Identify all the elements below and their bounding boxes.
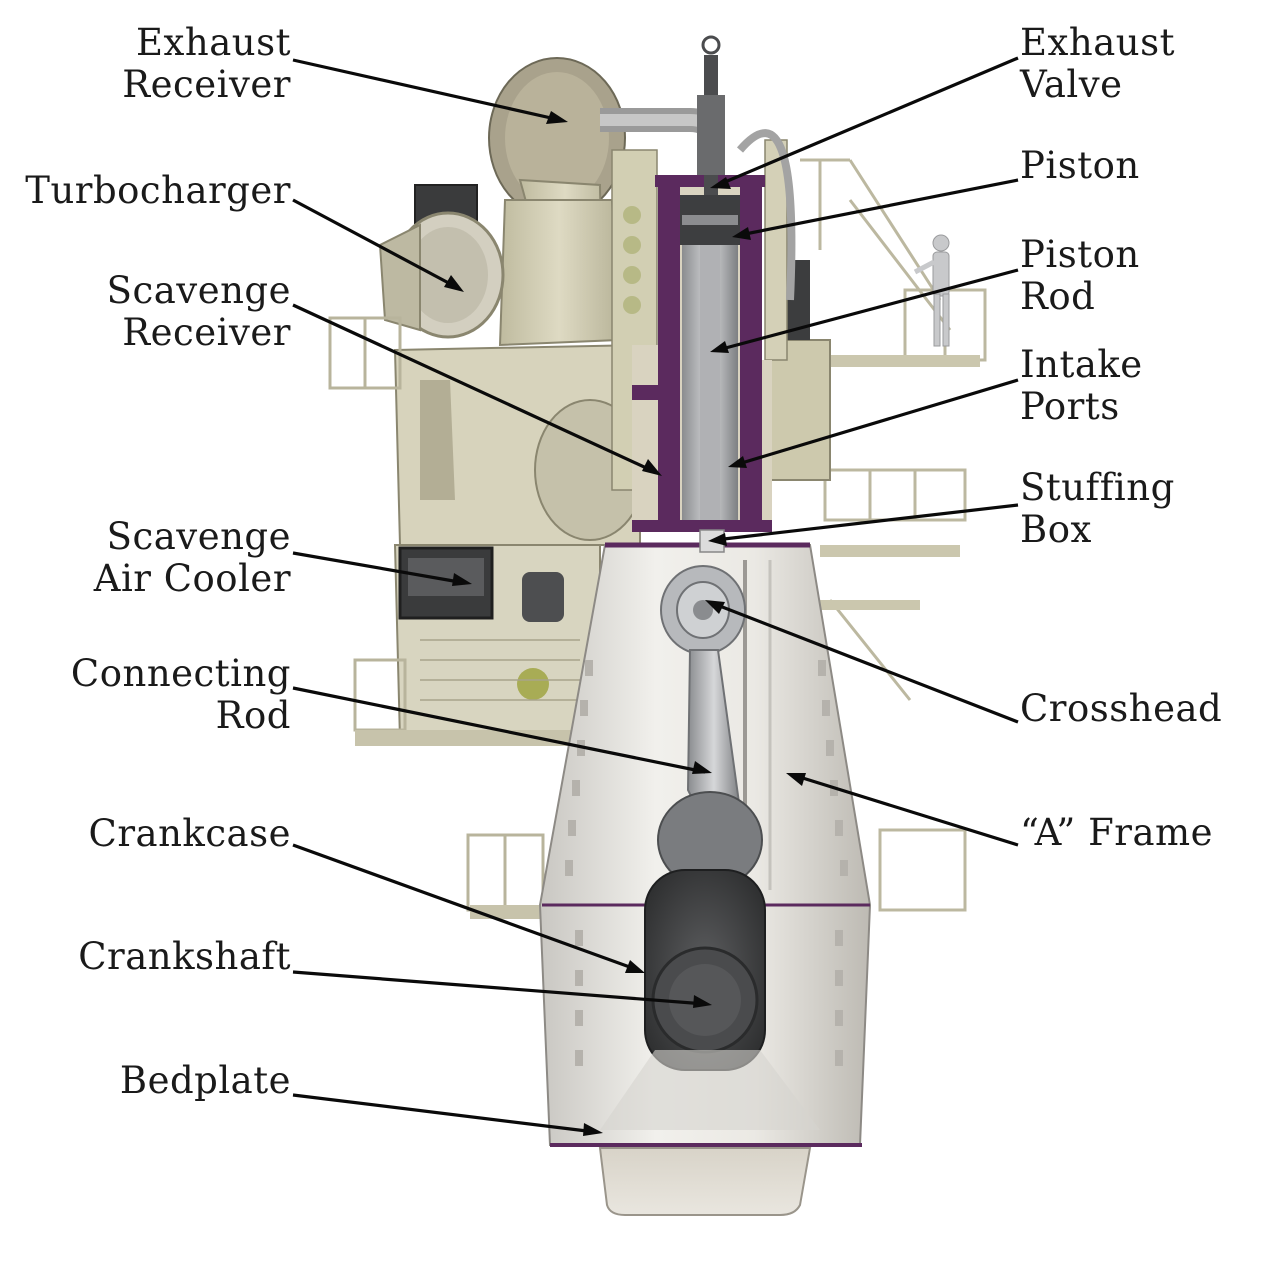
- leader-crosshead: [711, 601, 1019, 724]
- leader-turbocharger: [292, 198, 459, 290]
- label-crosshead: Crosshead: [1020, 687, 1223, 730]
- label-a-frame: “A” Frame: [1020, 811, 1214, 854]
- label-piston: Piston: [1020, 144, 1140, 187]
- crankshaft-assembly: [600, 869, 820, 1130]
- leader-scavenge-air-cooler: [292, 551, 466, 585]
- leader-connecting-rod: [292, 686, 706, 774]
- right-machinery: [736, 129, 831, 481]
- label-crankshaft: Crankshaft: [78, 935, 291, 978]
- label-bedplate: Bedplate: [119, 1059, 291, 1102]
- cylinder-assembly: [632, 35, 772, 532]
- leader-exhaust-valve: [717, 56, 1019, 187]
- leader-bedplate: [292, 1093, 596, 1134]
- mid-walkway: [820, 545, 960, 557]
- leader-piston-rod: [717, 268, 1019, 352]
- person-figure: [913, 234, 950, 347]
- turbocharger-unit: [378, 184, 505, 339]
- upper-walkway: [810, 355, 980, 367]
- label-crankcase: Crankcase: [88, 812, 291, 855]
- cream-machinery: [328, 57, 724, 919]
- label-turbocharger: Turbocharger: [25, 169, 291, 212]
- leader-a-frame: [792, 773, 1019, 847]
- leader-exhaust-receiver: [292, 58, 561, 122]
- leader-piston: [739, 178, 1019, 237]
- right-platforms: [800, 158, 987, 912]
- leader-scavenge-receiver: [292, 303, 656, 474]
- lower-walkway: [820, 600, 920, 610]
- crosshead-assembly: [660, 529, 746, 655]
- leader-crankcase: [292, 843, 639, 972]
- leader-crankshaft: [292, 970, 706, 1006]
- leader-arrowheads: [444, 111, 806, 1136]
- leader-stuffing-box: [714, 503, 1019, 542]
- bedplate-pan: [598, 1147, 812, 1216]
- leader-intake-ports: [734, 378, 1019, 467]
- leader-lines: [292, 56, 1019, 1134]
